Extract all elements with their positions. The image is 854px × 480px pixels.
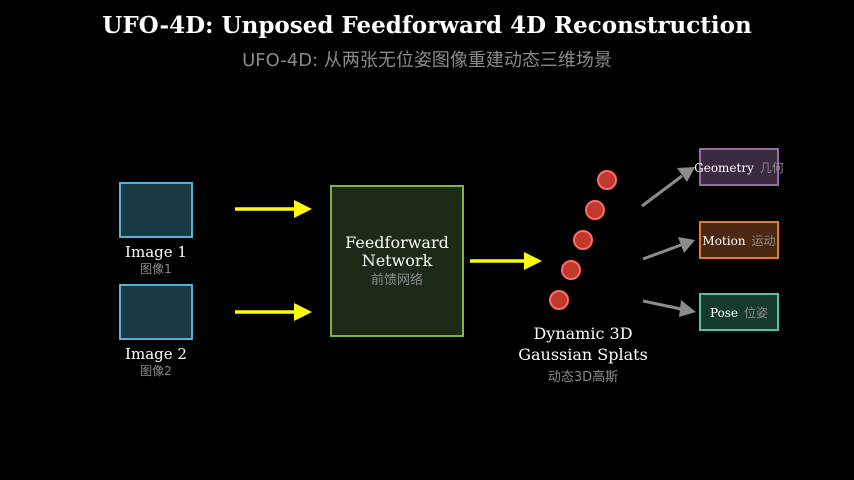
gaussian-splat — [561, 260, 581, 280]
network-label-cn: 前馈网络 — [371, 272, 423, 288]
diagram-title: UFO-4D: Unposed Feedforward 4D Reconstru… — [102, 12, 752, 39]
input-image-2-box — [119, 284, 193, 340]
arrow-image1-to-network — [235, 200, 312, 218]
diagram-subtitle: UFO-4D: 从两张无位姿图像重建动态三维场景 — [242, 50, 612, 71]
splats-label-line1: Dynamic 3D — [533, 324, 632, 343]
gaussian-splat — [573, 230, 593, 250]
input-image-2-label: Image 2 — [125, 345, 187, 363]
network-label-line2: Network — [362, 251, 433, 270]
arrow-network-to-splats — [470, 252, 542, 270]
gaussian-splat — [549, 290, 569, 310]
arrow-splats-to-geometry — [641, 167, 695, 208]
output-pose-box — [699, 293, 779, 331]
input-image-2-label-cn: 图像2 — [140, 364, 172, 378]
splats-label-cn: 动态3D高斯 — [548, 369, 618, 385]
gaussian-splat — [597, 170, 617, 190]
output-motion-label: Motion 运动 — [702, 234, 775, 248]
input-image-1-box — [119, 182, 193, 238]
output-geometry-label: Geometry 几何 — [694, 161, 784, 175]
arrow-image2-to-network — [235, 303, 312, 321]
splats-label-line2: Gaussian Splats — [518, 345, 648, 364]
gaussian-splat — [585, 200, 605, 220]
output-motion-box — [699, 221, 779, 259]
network-box — [330, 185, 464, 337]
arrow-splats-to-pose — [642, 299, 696, 317]
output-pose-label: Pose 位姿 — [710, 305, 768, 320]
input-image-1-label-cn: 图像1 — [140, 262, 172, 276]
output-geometry-box — [699, 148, 779, 186]
input-image-1-label: Image 1 — [125, 243, 187, 261]
arrow-splats-to-motion — [642, 237, 695, 261]
network-label-line1: Feedforward — [345, 233, 449, 252]
